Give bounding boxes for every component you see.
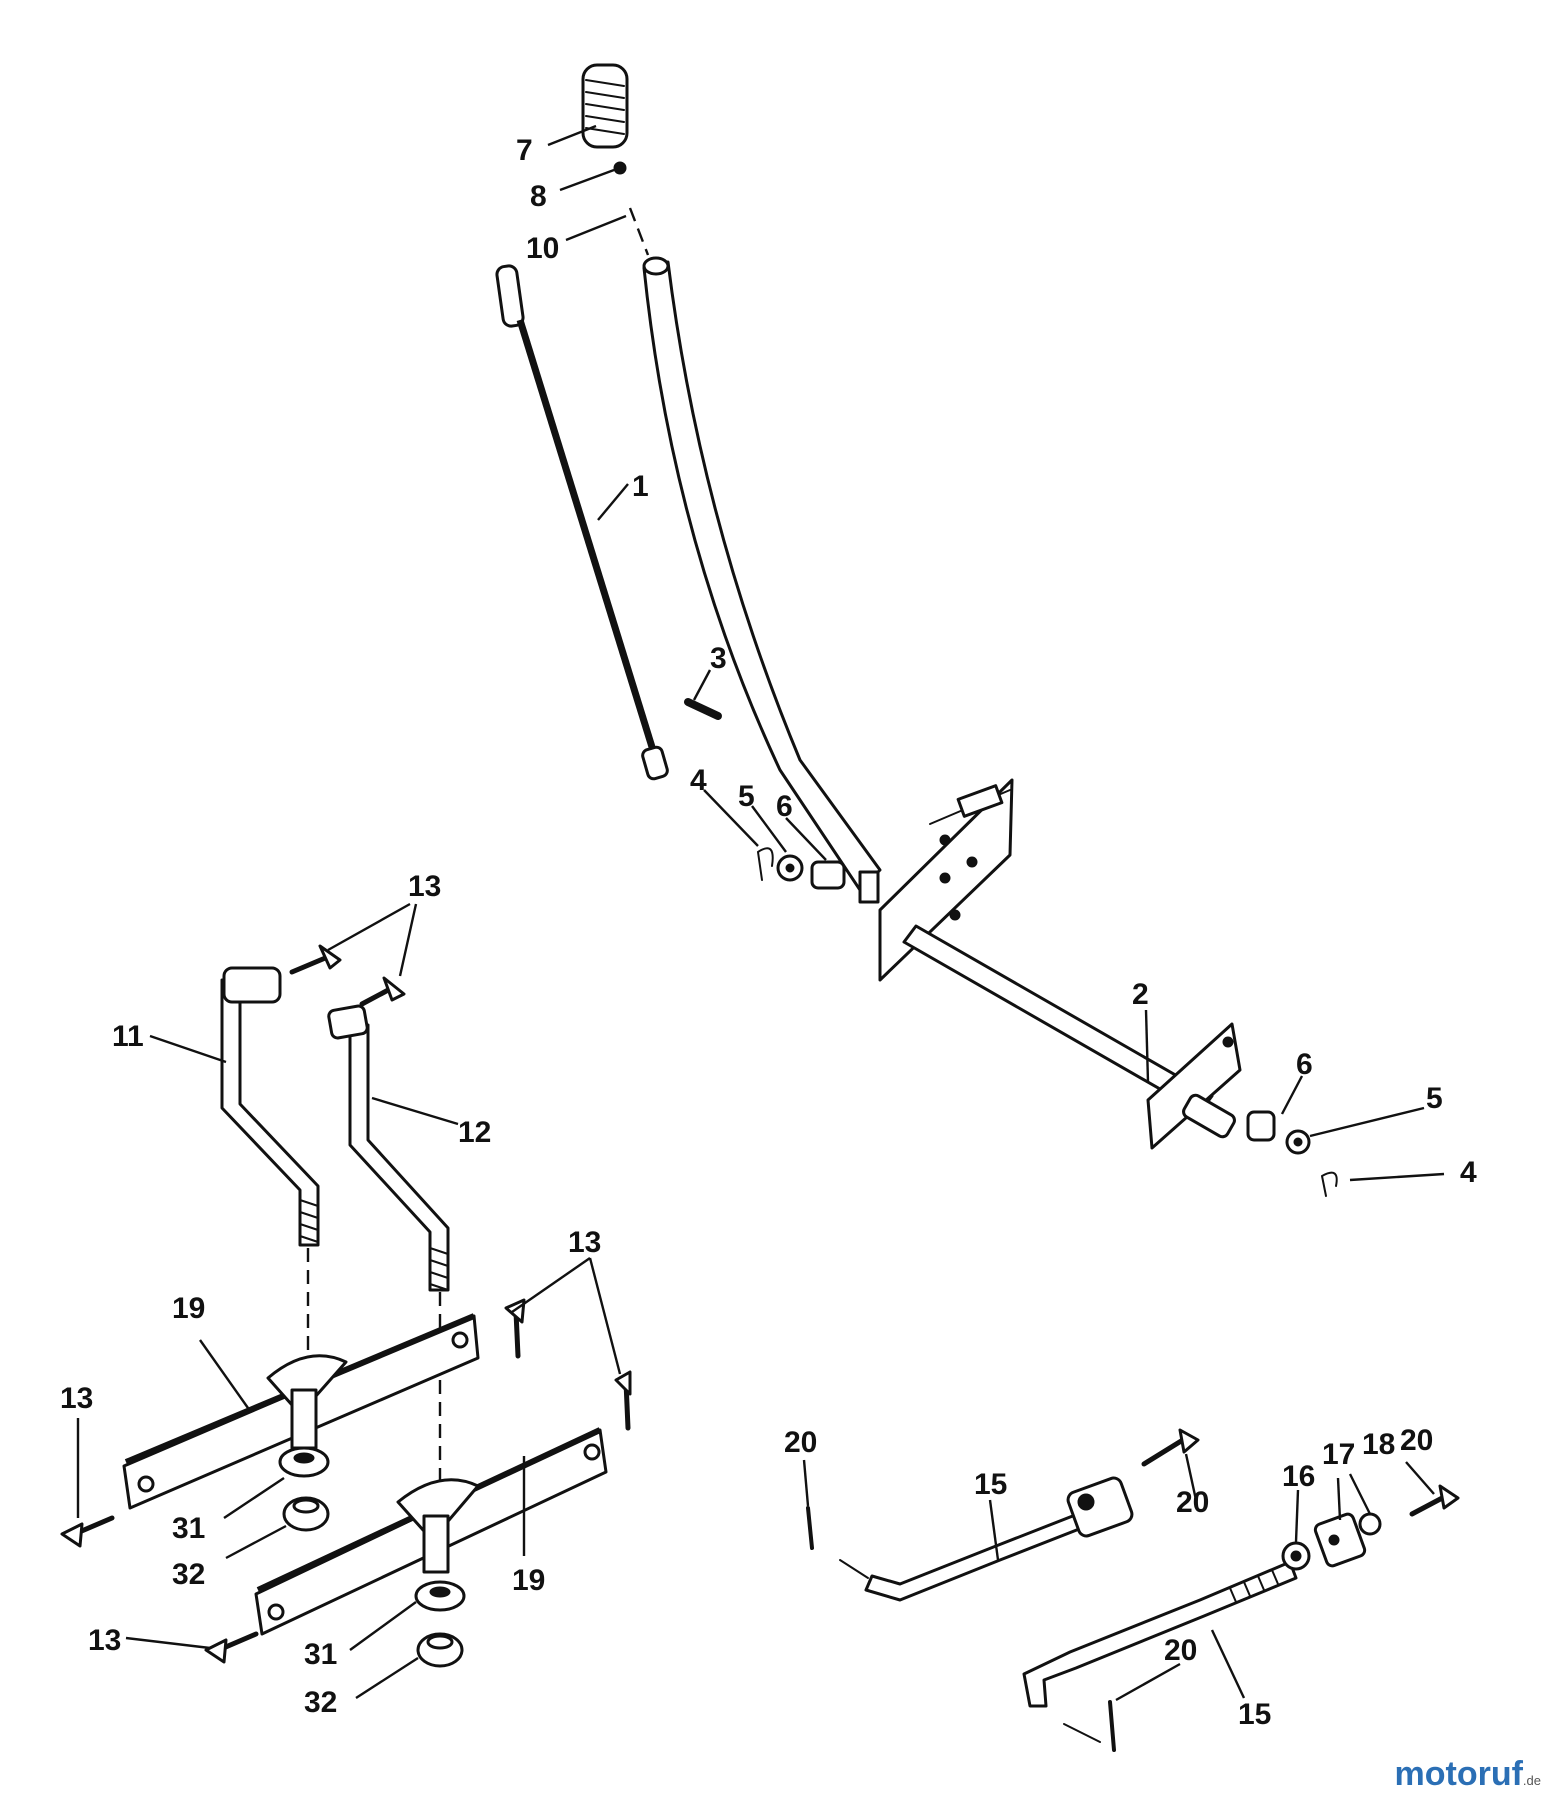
- label-part-4: 4: [690, 764, 707, 797]
- label-part-5b: 5: [1426, 1082, 1443, 1115]
- washers-31-32-right: [414, 1580, 466, 1668]
- label-part-15a: 15: [974, 1468, 1007, 1501]
- label-part-5: 5: [738, 780, 755, 813]
- label-part-10: 10: [526, 232, 559, 265]
- label-part-15b: 15: [1238, 1698, 1271, 1731]
- part-labels: 7 8 10 1 3 4 5 6 2 6 5 4 13 11 12 13 19 …: [60, 134, 1477, 1731]
- label-part-20d: 20: [1164, 1634, 1197, 1667]
- label-part-4b: 4: [1460, 1156, 1477, 1189]
- link-12: [327, 1004, 450, 1292]
- label-part-31b: 31: [304, 1638, 337, 1671]
- rod-15-lower: [1022, 1484, 1460, 1752]
- watermark-suffix: .de: [1522, 1773, 1541, 1788]
- pin-3: [684, 698, 722, 720]
- label-part-13-left: 13: [60, 1382, 93, 1415]
- label-part-11: 11: [112, 1020, 144, 1053]
- label-part-19b: 19: [512, 1564, 545, 1597]
- handle-grip: [581, 63, 629, 149]
- handle-tube: [642, 260, 882, 892]
- label-part-13-bottom: 13: [88, 1624, 121, 1657]
- label-part-16: 16: [1282, 1460, 1315, 1493]
- label-part-31a: 31: [172, 1512, 205, 1545]
- watermark-brand: motoruf: [1394, 1755, 1523, 1793]
- hardware-left: [757, 847, 880, 904]
- label-part-17: 17: [1322, 1438, 1355, 1471]
- label-part-32a: 32: [172, 1558, 205, 1591]
- label-part-20a: 20: [784, 1426, 817, 1459]
- leader-lines: [76, 124, 1445, 1702]
- watermark-logo: motoruf.de: [1395, 1755, 1542, 1794]
- label-part-7: 7: [516, 134, 533, 167]
- label-part-32b: 32: [304, 1686, 337, 1719]
- label-part-3: 3: [710, 642, 727, 675]
- lift-arm-19-top: [122, 1313, 480, 1510]
- label-part-2: 2: [1132, 978, 1149, 1011]
- label-part-6b: 6: [1296, 1048, 1313, 1081]
- shaft-arm-plate: [1146, 1022, 1242, 1150]
- hardware-right: [1246, 1110, 1338, 1197]
- lift-arm-19-bottom: [254, 1427, 608, 1636]
- label-part-18: 18: [1362, 1428, 1395, 1461]
- label-part-8: 8: [530, 180, 547, 213]
- label-part-1: 1: [632, 470, 649, 503]
- clip-13-top: [289, 944, 406, 1007]
- label-part-12: 12: [458, 1116, 491, 1149]
- label-part-6: 6: [776, 790, 793, 823]
- lift-rod: [495, 264, 669, 781]
- link-11: [220, 966, 320, 1247]
- rod-15-upper: [806, 1428, 1200, 1602]
- label-part-20b: 20: [1176, 1486, 1209, 1519]
- label-part-19a: 19: [172, 1292, 205, 1325]
- washers-31-32-left: [278, 1446, 330, 1532]
- ball-8: [613, 161, 627, 175]
- label-part-20c: 20: [1400, 1424, 1433, 1457]
- label-part-13-top: 13: [408, 870, 441, 903]
- label-part-13-mid: 13: [568, 1226, 601, 1259]
